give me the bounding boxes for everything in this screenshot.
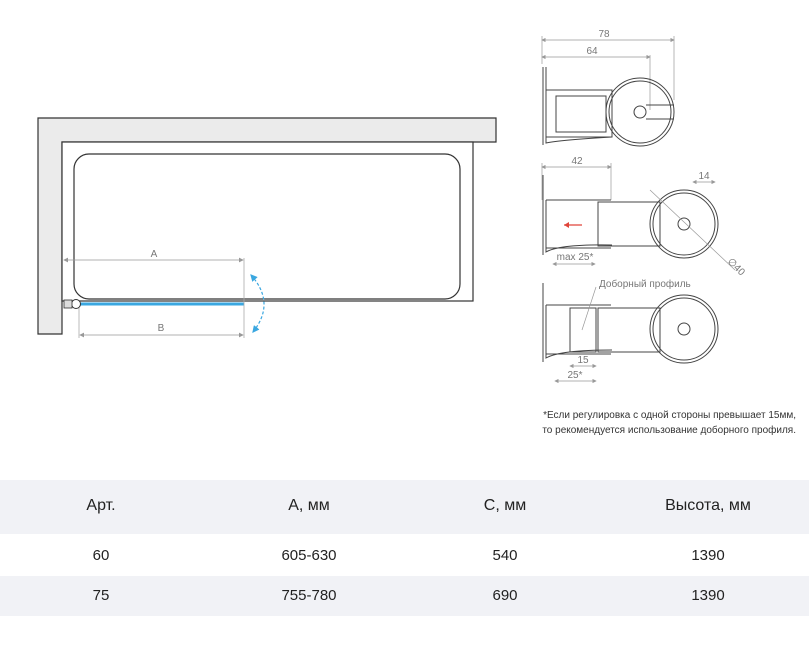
footnote-line-1: *Если регулировка с одной стороны превыш… bbox=[543, 410, 796, 421]
profile-detail-extension bbox=[542, 283, 719, 384]
cell-c: 690 bbox=[492, 586, 518, 604]
table-header-band bbox=[0, 480, 809, 534]
header-a: A, мм bbox=[288, 497, 330, 514]
dim-diameter: ∅40 bbox=[725, 256, 747, 278]
bath-outline bbox=[61, 141, 474, 302]
cell-a: 605-630 bbox=[281, 546, 337, 564]
bath-basin bbox=[73, 153, 461, 300]
cell-height: 1390 bbox=[691, 546, 725, 564]
table-row-band bbox=[0, 576, 809, 616]
cell-a: 755-780 bbox=[281, 586, 337, 604]
dim-64: 64 bbox=[586, 46, 598, 57]
cell-c: 540 bbox=[492, 546, 518, 564]
label-b: B bbox=[158, 323, 165, 334]
cell-height: 1390 bbox=[691, 586, 725, 604]
dim-14: 14 bbox=[698, 171, 710, 182]
dim-78: 78 bbox=[598, 29, 610, 40]
profile-detail-adjusted bbox=[541, 163, 736, 271]
table-row: 60 605-630 540 1390 bbox=[0, 545, 809, 565]
label-a: A bbox=[151, 249, 158, 260]
technical-drawing: A B 78 bbox=[37, 29, 747, 384]
header-c: C, мм bbox=[483, 497, 527, 514]
swing-arrow bbox=[250, 274, 265, 333]
cell-art: 75 bbox=[92, 586, 110, 604]
table-row: 75 755-780 690 1390 bbox=[0, 585, 809, 605]
footnote-line-2: то рекомендуется использование доборного… bbox=[542, 425, 796, 436]
extension-profile-label: Доборный профиль bbox=[599, 278, 691, 290]
header-height: Высота, мм bbox=[665, 497, 751, 514]
dim-max25: max 25* bbox=[557, 252, 594, 263]
dim-15: 15 bbox=[577, 355, 589, 366]
profile-detail-standard bbox=[541, 36, 675, 147]
table-header: Арт. A, мм C, мм Высота, мм bbox=[0, 496, 809, 516]
header-art: Арт. bbox=[86, 497, 116, 514]
hinge-profile bbox=[71, 299, 81, 309]
dim-42: 42 bbox=[571, 156, 583, 167]
cell-art: 60 bbox=[92, 546, 110, 564]
dim-25: 25* bbox=[567, 370, 582, 381]
bath-plan-view: A B bbox=[37, 117, 497, 338]
